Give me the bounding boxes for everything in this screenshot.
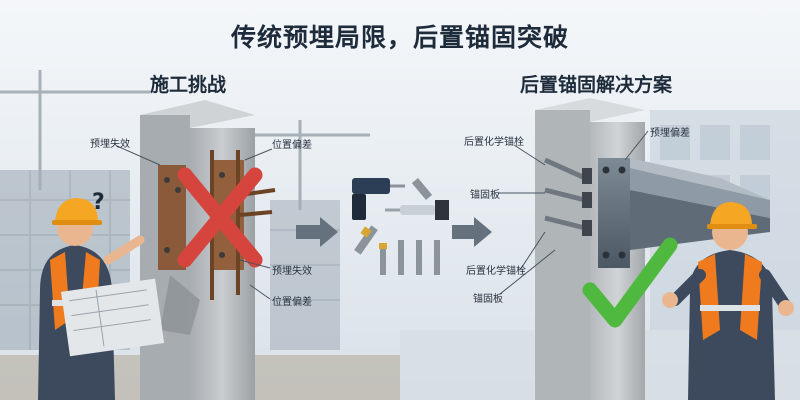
label-chemical-anchor-top: 后置化学锚栓 (464, 137, 524, 148)
label-embed-failure-bottom: 预埋失效 (272, 266, 312, 277)
check-mark (582, 237, 678, 328)
page-title: 传统预埋局限，后置锚固突破 (230, 23, 569, 52)
happy-worker (662, 202, 794, 400)
left-callout-lines (116, 145, 273, 300)
anchor-tools (352, 178, 449, 275)
right-callout-lines (498, 130, 649, 295)
chemical-anchors (543, 157, 592, 236)
right-section-heading: 后置锚固解决方案 (520, 74, 673, 96)
label-embed-failure-top: 预埋失效 (90, 139, 130, 150)
label-embed-deviation: 预埋偏差 (650, 128, 690, 139)
label-position-deviation-bottom: 位置偏差 (272, 297, 312, 308)
label-position-deviation-top: 位置偏差 (272, 140, 312, 151)
label-anchor-plate-bottom: 锚固板 (473, 294, 503, 305)
label-chemical-anchor-bottom: 后置化学锚栓 (466, 266, 526, 277)
confused-worker (38, 198, 165, 400)
left-section-heading: 施工挑战 (150, 74, 227, 96)
label-anchor-plate-top: 锚固板 (470, 190, 500, 201)
cross-mark (177, 167, 263, 268)
failed-embedded-plate (158, 150, 276, 300)
arrow-middle-to-right (452, 217, 492, 247)
question-mark-icon: ? (92, 190, 105, 215)
arrow-left-to-middle (296, 217, 338, 247)
